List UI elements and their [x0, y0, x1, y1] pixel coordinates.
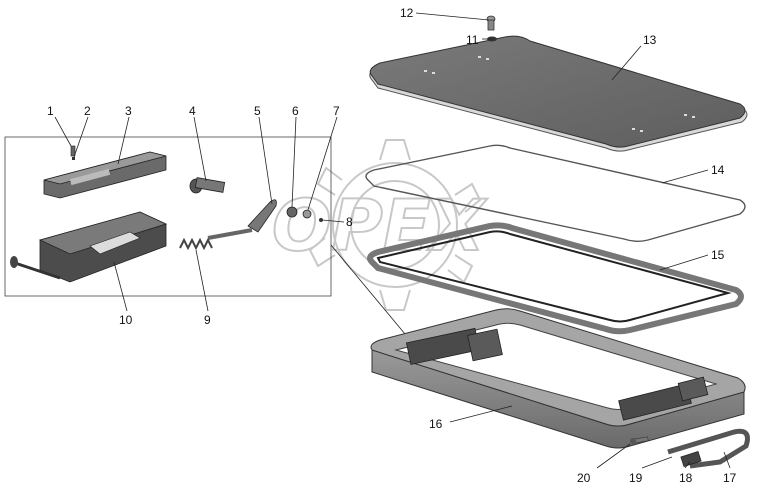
label-1: 1 [47, 104, 54, 118]
label-17: 17 [723, 471, 737, 485]
label-10: 10 [119, 313, 133, 327]
label-5: 5 [254, 104, 261, 118]
detail-inset-box [4, 136, 332, 297]
watermark: OPEX [271, 139, 489, 311]
part-14-gasket [365, 144, 746, 242]
callout-labels: 1 2 3 4 5 6 7 8 9 10 11 12 13 14 15 16 1… [47, 6, 737, 485]
label-20: 20 [577, 471, 591, 485]
leader-lines [54, 12, 731, 469]
part-16-hinge-left [405, 327, 503, 365]
label-11: 11 [466, 33, 479, 47]
label-3: 3 [125, 104, 132, 118]
label-8: 8 [346, 215, 353, 229]
part-3-bracket [43, 151, 167, 199]
part-10-handle-lock [10, 211, 168, 283]
label-7: 7 [333, 104, 340, 118]
part-7-washer [302, 209, 312, 219]
label-19: 19 [629, 471, 643, 485]
part-18-clip [680, 450, 702, 468]
part-5-lever [247, 199, 277, 233]
label-9: 9 [204, 313, 211, 327]
label-14: 14 [711, 163, 725, 177]
part-20-bolt [630, 436, 649, 444]
label-13: 13 [643, 33, 657, 47]
part-12-screw [486, 15, 496, 31]
part-2-pin [72, 157, 75, 160]
label-18: 18 [679, 471, 693, 485]
label-15: 15 [711, 248, 725, 262]
part-6-nut [286, 206, 298, 218]
part-13-roof-panel [369, 35, 748, 152]
label-16: 16 [429, 417, 443, 431]
part-4-pin-bolt [189, 177, 226, 194]
label-2: 2 [84, 104, 91, 118]
part-16-base-frame [370, 308, 746, 449]
label-12: 12 [400, 6, 414, 20]
part-8-pin [319, 218, 323, 222]
part-16-hinge-right [618, 376, 709, 421]
part-15-seal-frame [367, 222, 744, 335]
part-17-strap [667, 428, 750, 469]
inset-leader-line [330, 244, 411, 341]
part-1-screw [70, 145, 76, 157]
label-6: 6 [292, 104, 299, 118]
part-9-spring [179, 237, 213, 251]
label-4: 4 [189, 104, 196, 118]
watermark-gear-icon [308, 139, 482, 311]
watermark-text: OPEX [272, 185, 488, 267]
part-9-rod [207, 228, 253, 240]
